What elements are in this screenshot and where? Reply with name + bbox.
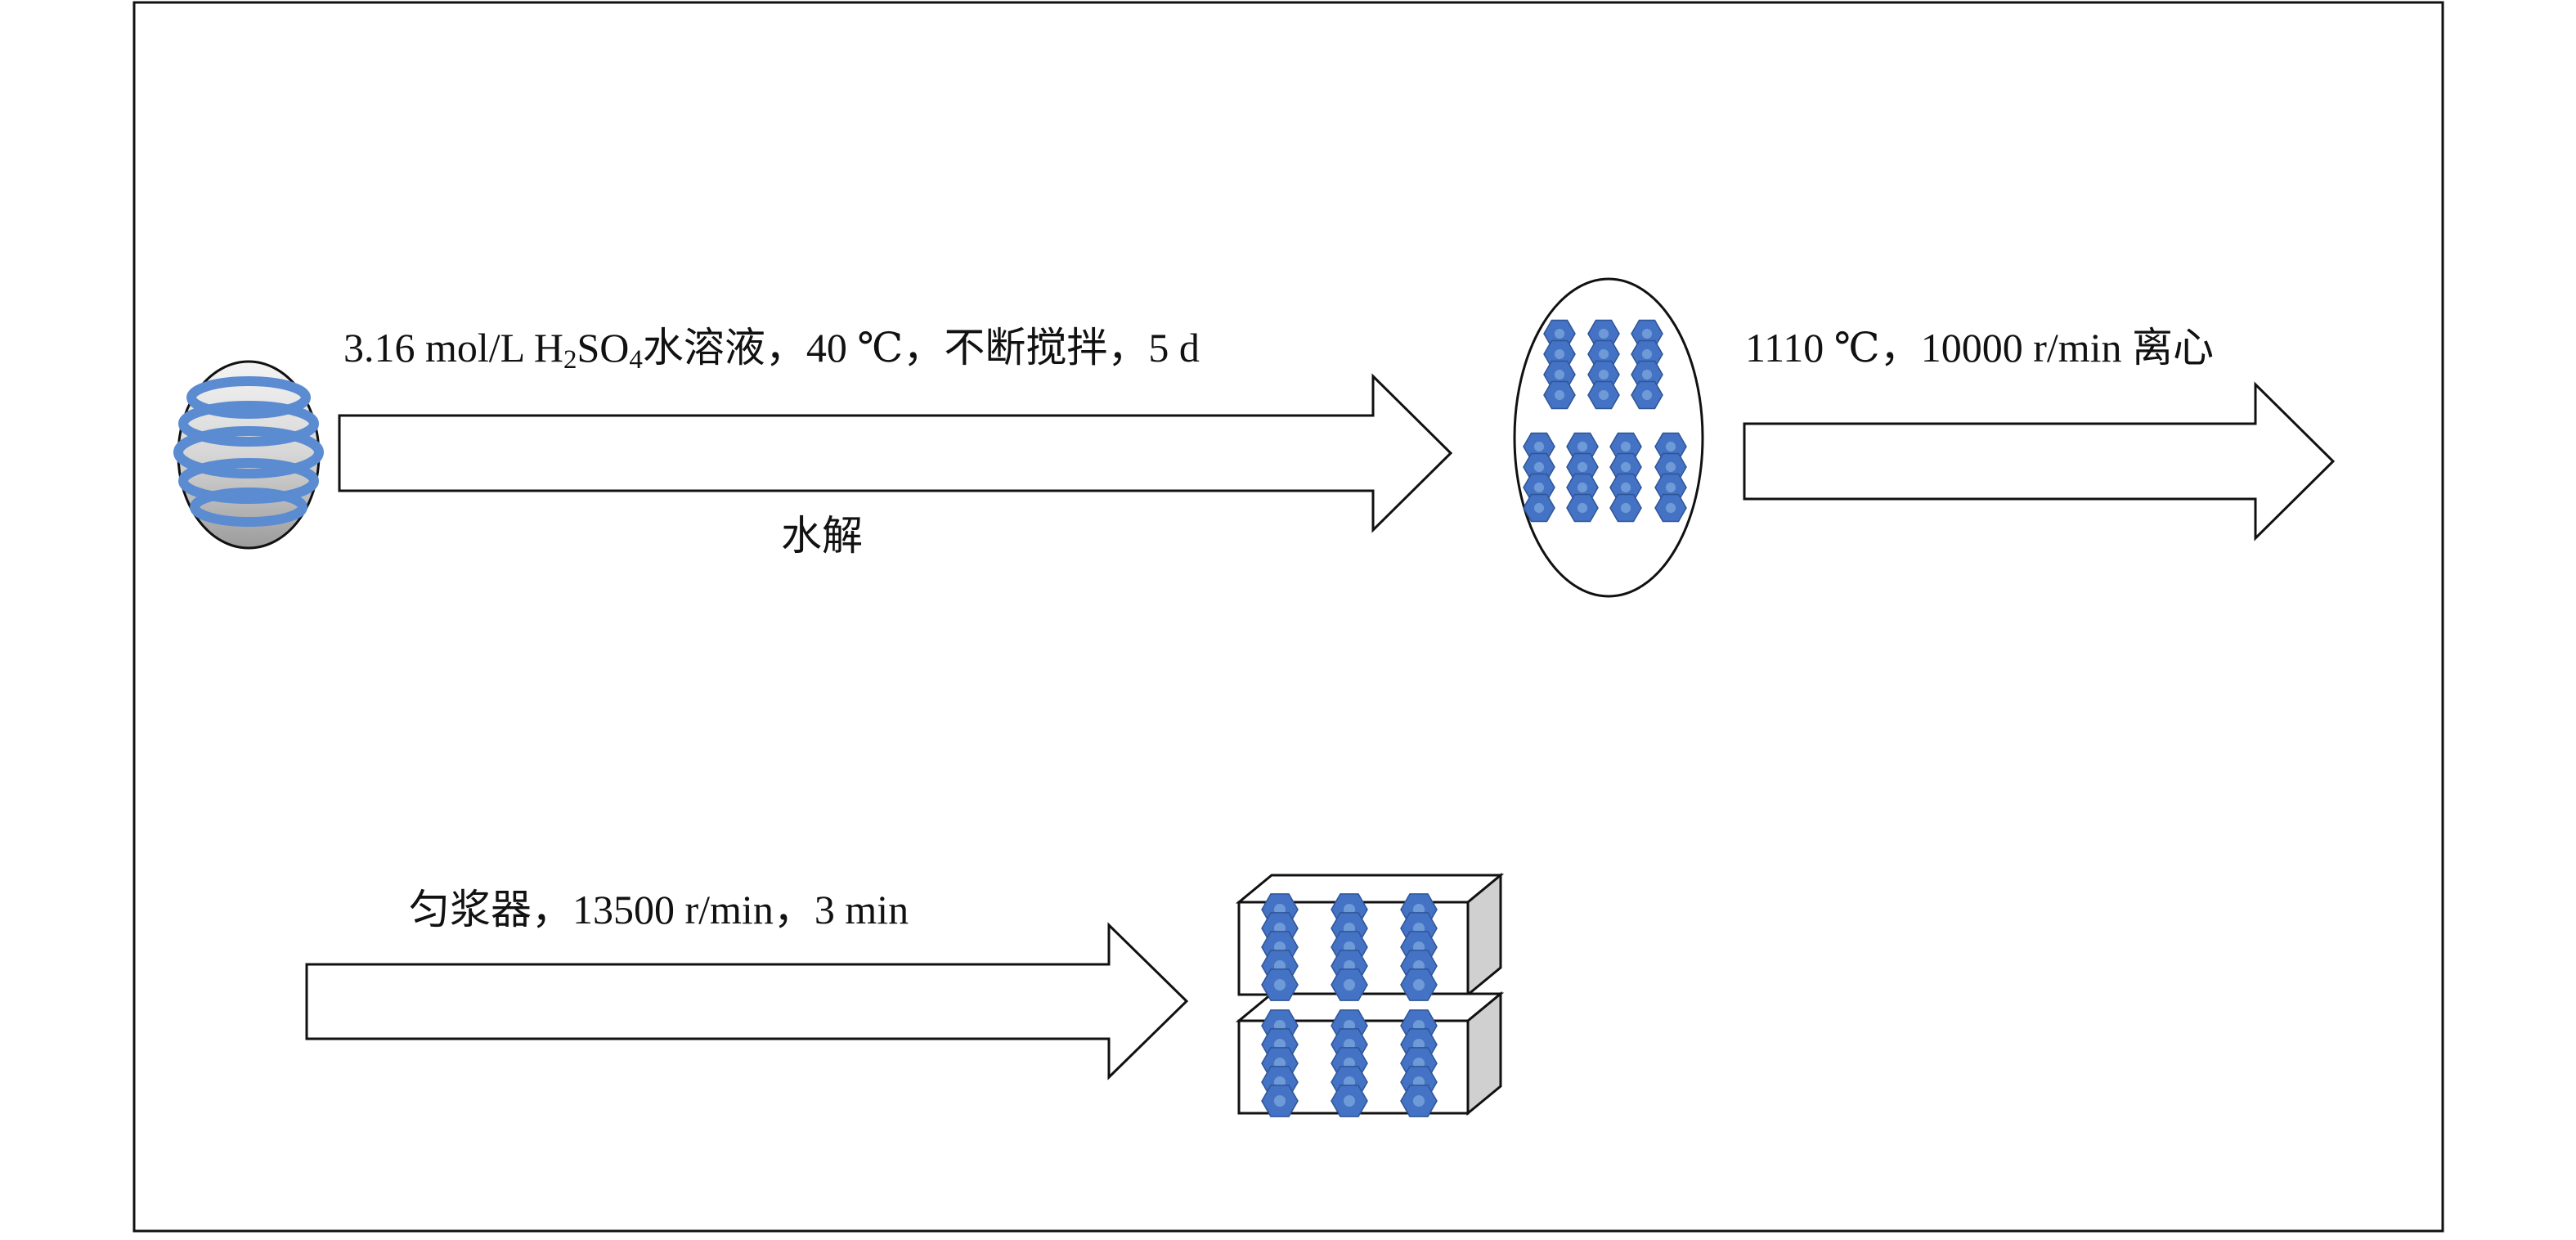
crystal-rod — [1400, 893, 1438, 1001]
crystal-rod — [1631, 319, 1663, 410]
crystal-rod — [1587, 319, 1620, 410]
outer-frame — [132, 1, 2444, 1233]
crystal-rod — [1261, 1009, 1299, 1117]
crystal-rod — [1331, 893, 1368, 1001]
layered-block-icon — [1235, 872, 1505, 1117]
crystal-rod — [1261, 893, 1299, 1001]
arrow-homogenizer — [305, 922, 1189, 1081]
arrow-hydrolysis — [338, 373, 1453, 533]
arrow-centrifuge — [1743, 381, 2336, 541]
coiled-fiber-icon — [173, 360, 324, 550]
crystal-rod — [1654, 432, 1687, 523]
centrifuge-conditions-label: 1110 ℃，10000 r/min 离心 — [1745, 325, 2215, 371]
crystal-rod — [1543, 319, 1576, 410]
nanocrystal-cluster-icon — [1513, 277, 1704, 598]
hydrolysis-conditions-label: 3.16 mol/L H2SO4水溶液，40 ℃，不断搅拌，5 d — [343, 325, 1200, 375]
crystal-rod — [1609, 432, 1642, 523]
homogenizer-conditions-label: 匀浆器，13500 r/min，3 min — [409, 887, 909, 932]
crystal-rod — [1400, 1009, 1438, 1117]
crystal-rod — [1523, 432, 1555, 523]
hydrolysis-label: 水解 — [781, 513, 863, 559]
crystal-rod — [1566, 432, 1599, 523]
crystal-rod — [1331, 1009, 1368, 1117]
